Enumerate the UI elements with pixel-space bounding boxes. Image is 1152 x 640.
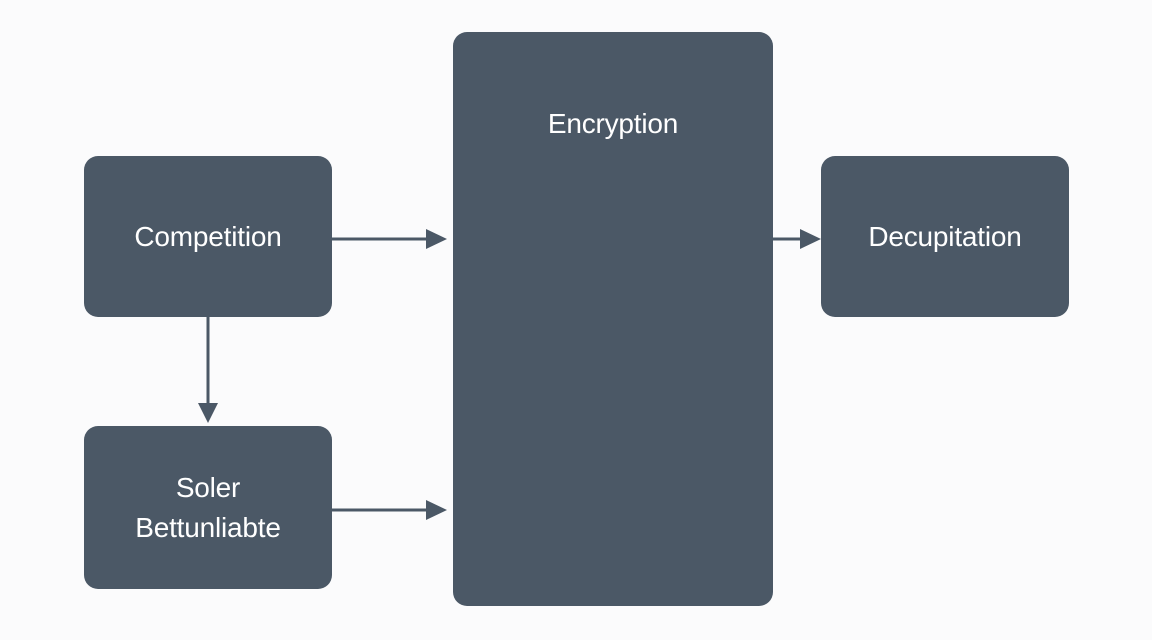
node-encryption: Encryption bbox=[453, 32, 773, 606]
node-decupitation: Decupitation bbox=[821, 156, 1069, 317]
node-soler-bettunliabte: Soler Bettunliabte bbox=[84, 426, 332, 589]
node-encryption-label: Encryption bbox=[547, 108, 679, 139]
edge-encryption-to-decupitation bbox=[773, 229, 821, 249]
node-decupitation-label: Decupitation bbox=[868, 220, 1022, 252]
edge-soler-to-encryption bbox=[332, 500, 447, 520]
node-soler-label-line2: Bettunliabte bbox=[135, 511, 281, 543]
node-competition: Competition bbox=[84, 156, 332, 317]
edge-competition-to-soler bbox=[198, 317, 218, 423]
node-soler-label-line1: Soler bbox=[175, 472, 241, 504]
edge-competition-to-encryption bbox=[332, 229, 447, 249]
node-competition-label: Competition bbox=[134, 220, 282, 252]
